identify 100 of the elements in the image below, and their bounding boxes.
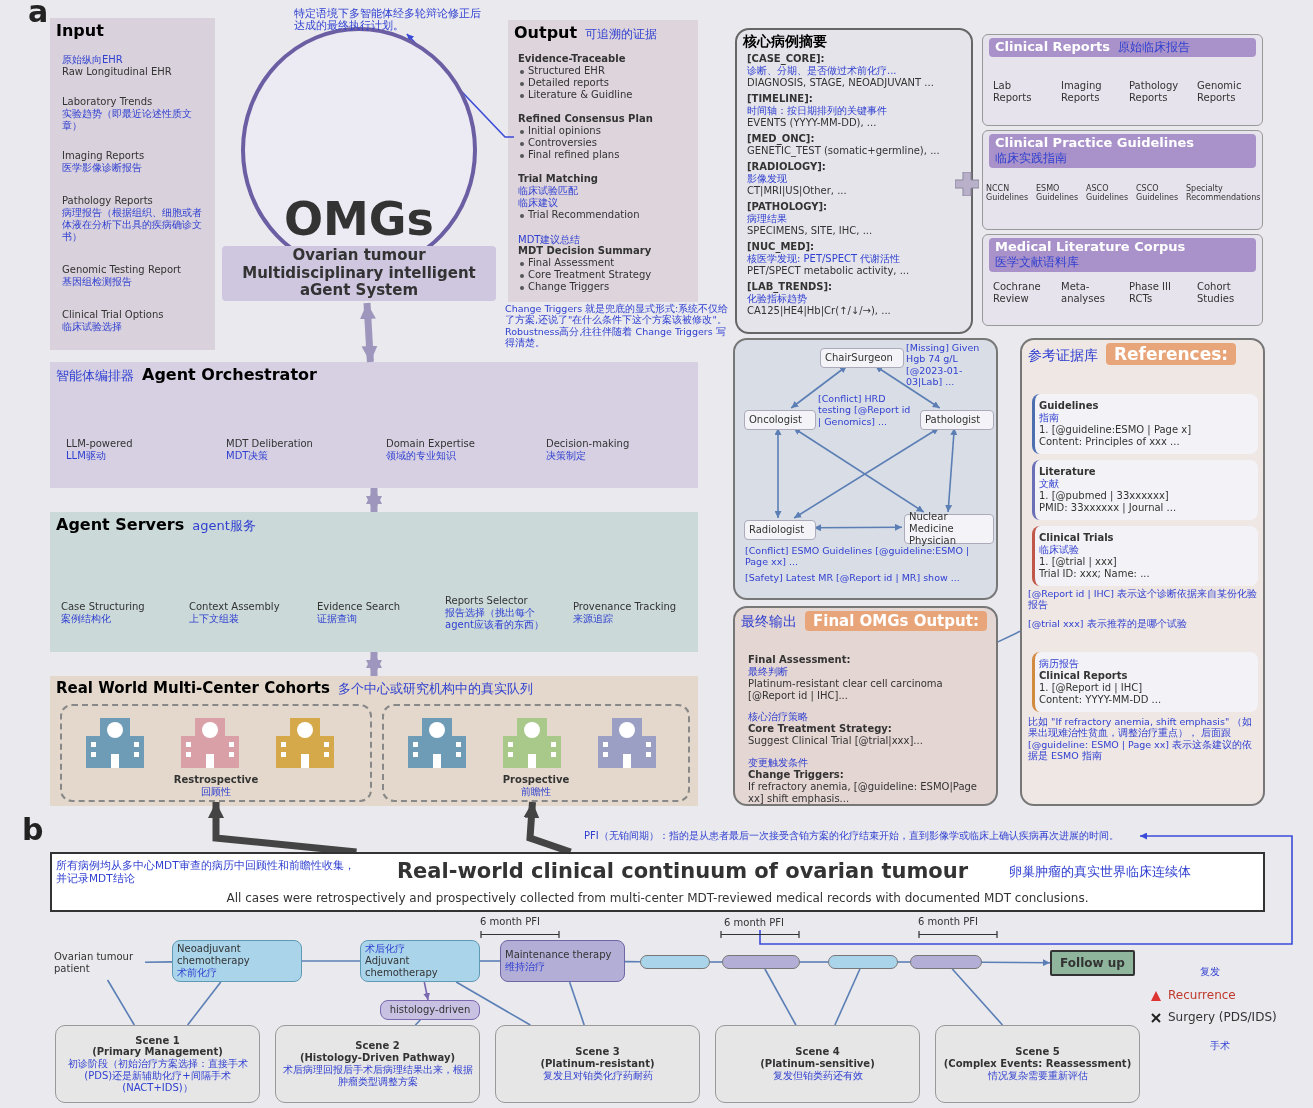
node-text: Guidelines (1039, 400, 1100, 413)
legend-label: Surgery (PDS/IDS) (1168, 1010, 1277, 1025)
node-box (1032, 652, 1258, 712)
node-text: [MED_ONC]: (747, 133, 816, 145)
arrow (774, 427, 782, 519)
node-text: Case Structuring (61, 601, 146, 613)
connector-line (106, 979, 136, 1026)
node-text: Maintenance therapy (505, 949, 613, 961)
node-text: PET/SPECT metabolic activity, ... (747, 264, 911, 277)
connector-line (414, 1019, 422, 1026)
node-text: Scene 5 (1014, 1046, 1061, 1059)
node-text: Nuclear Medicine Physician (909, 511, 957, 547)
node-text: 复发且对铂类化疗药耐药 (541, 1069, 654, 1082)
node-text: Imaging Reports (62, 150, 146, 162)
node-text: ChairSurgeon (825, 352, 894, 364)
node-text: LLM-powered (66, 438, 134, 450)
annotation-text: 比如 "If refractory anemia, shift emphasis" （如果出现难治性贫血，调整治疗重点）， 后面跟 [@guideline: ESMO | Page xx] 表示这条建议的依据是 ESMO 指南 (1028, 716, 1254, 762)
annotation-text: [Safety] Latest MR [@Report id | MR] show ... (745, 572, 961, 584)
node-text: CA125|HE4|Hb|Cr(↑/↓/→), ... (747, 304, 892, 317)
node-text: Scene 4 (794, 1046, 841, 1059)
node-text: 临床建议 (518, 197, 559, 209)
annotation-text: [Missing] Given Hgb 74 g/L [@2023-01-03|Lab] ... (906, 342, 981, 388)
node-text: (Platinum-resistant) (539, 1058, 656, 1070)
connector-line (568, 981, 585, 1026)
node-label: Cohort Studies (1193, 263, 1257, 323)
node-text: 初诊阶段（初始治疗方案选择：直接手术(PDS)还是新辅助化疗+间隔手术(NACT+IDS)） (66, 1058, 249, 1094)
annotation-text: [Conflict] HRD testing [@Report id | Genomics] ... (818, 393, 912, 428)
node-text: Initial opinions (518, 125, 688, 137)
node-text: [LAB_TRENDS]: (747, 281, 834, 294)
node-box (820, 348, 904, 368)
panel (1020, 338, 1265, 806)
panel-title: Output (514, 23, 578, 42)
node-text: Domain Expertise (386, 438, 476, 450)
panel-title: Clinical Reports (995, 39, 1111, 54)
node-text: Clinical Reports (1039, 670, 1129, 682)
node-text: Core Treatment Strategy: (748, 723, 893, 735)
node-label: Specialty Recommendations (1185, 159, 1263, 227)
node-text: Change Triggers: (748, 769, 845, 781)
node-text: Ovarian tumour Multidisciplinary intelligent aGent System (222, 245, 496, 301)
panel (508, 20, 698, 302)
annotation-text: Change Triggers 就是兜底的显式形式:系统不仅给了方案,还说了"在什么条件下这个方案该被修改"。Robustness高分,往往伴随着 Change Triggers 写得清楚。 (505, 303, 730, 349)
node-box (920, 410, 994, 430)
node-text: Follow up (1059, 955, 1126, 971)
node-text: 回顾性 (201, 786, 231, 798)
node-text: MDT建议总结 (518, 233, 582, 246)
panel-title: 智能体编排器 (56, 367, 134, 385)
node-text: 病理结果 (747, 213, 788, 225)
panel-title: Real World Multi-Center Cohorts (56, 679, 330, 697)
node-label: Phase III RCTs (1125, 263, 1189, 323)
node-text: 情况复杂需要重新评估 (987, 1069, 1089, 1082)
node-text: Literature (1039, 466, 1097, 479)
node-text: Reports Selector (445, 595, 529, 608)
node-text: MDT Decision Summary (518, 245, 653, 258)
connector-line (834, 968, 861, 1026)
connector-line (997, 630, 1021, 643)
node-text: Final Assessment: (748, 654, 852, 666)
node-text: Platinum-resistant clear cell carcinoma [@Report id | IHC]... (748, 678, 944, 702)
node-text: 术后病理回报后手术后病理结果出来，根据肿瘤类型调整方案 (281, 1064, 474, 1088)
panel-letter: b (22, 812, 45, 848)
node-text: SPECIMENS, SITE, IHC, ... (747, 224, 874, 237)
node-text: Scene 3 (574, 1046, 621, 1059)
node-text: Context Assembly (189, 601, 281, 613)
arrow (423, 981, 430, 1001)
panel-title: Input (56, 21, 104, 40)
node-text: Pathology Reports (62, 195, 154, 208)
node-text: Trial ID: xxx; Name: ... (1039, 567, 1151, 580)
panel (982, 130, 1263, 230)
interval-label: 6 month PFI (480, 916, 541, 928)
node-text: 原始纵向EHR (62, 54, 124, 66)
node-label: ASCO Guidelines (1085, 159, 1135, 227)
connector-line (624, 960, 641, 963)
panel (50, 18, 215, 350)
node-label: Lab Reports (989, 63, 1053, 121)
arrow (792, 427, 925, 513)
node-text: LLM驱动 (66, 450, 107, 462)
node-text: Pathologist (925, 414, 982, 426)
panel-note: Agent Orchestrator (142, 365, 317, 384)
panel (50, 512, 698, 652)
annotation-text: [@Report id | IHC] 表示这个诊断依据来自某份化验报告 (1028, 588, 1258, 611)
node-text: 核医学发现: PET/SPECT 代谢活性 (747, 253, 902, 265)
node-text: [PATHOLOGY]: (747, 201, 828, 214)
arrow (874, 365, 941, 409)
node-text: (Primary Management) (91, 1046, 224, 1059)
node-box (172, 940, 302, 982)
node-text: GENETIC_TEST (somatic+germline), ... (747, 145, 941, 157)
connector-line (951, 968, 1004, 1026)
node-box (55, 1025, 260, 1103)
node-box (744, 520, 816, 540)
node-text: Oncologist (749, 414, 803, 426)
arrow (793, 427, 940, 519)
block-arrow (366, 652, 382, 676)
connector-line (799, 961, 829, 963)
node-text: EVENTS (YYYY-MM-DD), ... (747, 116, 878, 129)
node-text: 证据查询 (317, 613, 358, 625)
node-text: 变更触发条件 (748, 757, 809, 770)
connector-line (144, 961, 173, 964)
node-text: DIAGNOSIS, STAGE, NEOADJUVANT ... (747, 76, 935, 89)
connector-line (764, 968, 797, 1026)
node-text: Restrospective (173, 774, 259, 787)
node-text: 临床试验 (1039, 544, 1080, 556)
